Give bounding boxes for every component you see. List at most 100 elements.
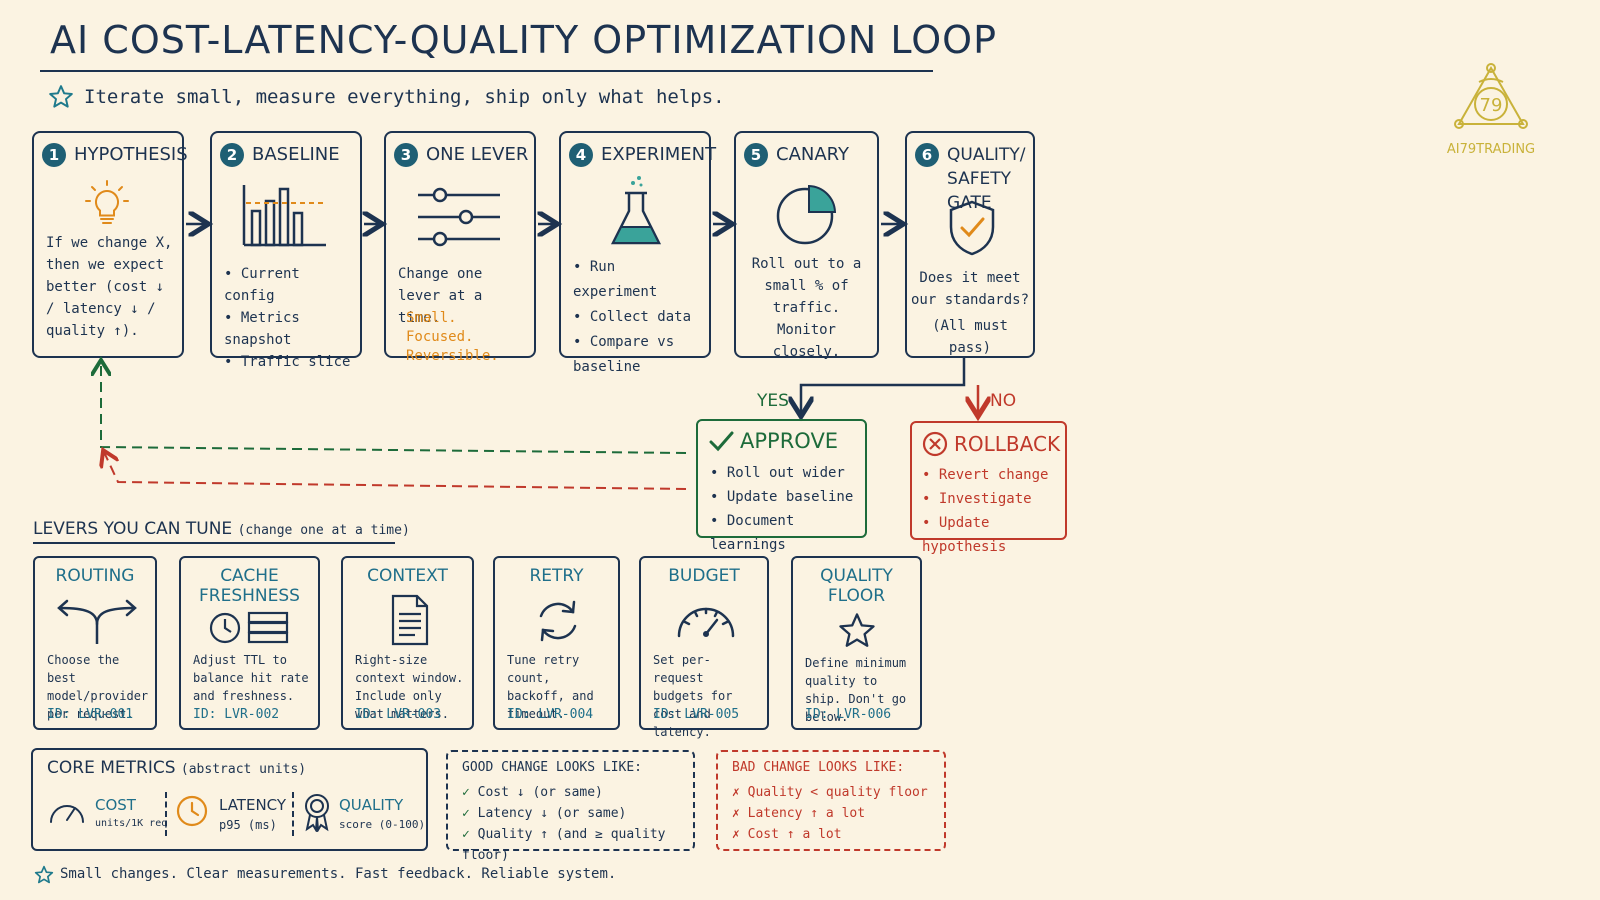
close-circle-icon bbox=[922, 431, 948, 457]
list-item: ✓ Latency ↓ (or same) bbox=[462, 806, 627, 821]
lever-id: ID: LVR-001 bbox=[47, 707, 134, 722]
list-item: • Roll out wider bbox=[710, 465, 845, 481]
check-icon bbox=[709, 431, 734, 452]
subtitle: Iterate small, measure everything, ship … bbox=[84, 86, 725, 108]
list-item: Run experiment bbox=[573, 255, 701, 305]
shield-check-icon bbox=[949, 200, 995, 256]
rollback-title: ROLLBACK bbox=[954, 432, 1061, 456]
step-body: If we change X, then we expect better (c… bbox=[46, 235, 173, 339]
lever-routing: ROUTING Choose the best model/provider p… bbox=[33, 556, 157, 730]
metric-quality-unit: score (0-100) bbox=[339, 818, 426, 831]
lever-description: Right-size context window. Include only … bbox=[355, 653, 464, 721]
step-body-2: Monitor closely. bbox=[772, 322, 841, 360]
step-body-2: (All must pass) bbox=[932, 318, 1008, 356]
lever-description: Tune retry count, backoff, and timeout. bbox=[507, 653, 594, 721]
step-note: Small. Focused. Reversible. bbox=[406, 310, 499, 364]
lever-id: ID: LVR-006 bbox=[805, 707, 892, 722]
list-item: Metrics snapshot bbox=[224, 307, 352, 351]
gauge-icon bbox=[677, 607, 735, 638]
lever-description: Choose the best model/provider per reque… bbox=[47, 653, 149, 721]
approve-title: APPROVE bbox=[740, 429, 839, 453]
star-icon bbox=[839, 613, 875, 647]
lever-cache-freshness: CACHE FRESHNESS Adjust TTL to balance hi… bbox=[179, 556, 320, 730]
lever-retry: RETRY Tune retry count, backoff, and tim… bbox=[493, 556, 620, 730]
core-metrics-box: CORE METRICS (abstract units) COST units… bbox=[31, 748, 428, 851]
lever-id: ID: LVR-002 bbox=[193, 707, 280, 722]
lever-title: ROUTING bbox=[55, 566, 135, 586]
bad-change-heading: BAD CHANGE LOOKS LIKE: bbox=[732, 760, 905, 775]
brand-logo: 79 AI79TRADING bbox=[1436, 60, 1546, 157]
levers-heading: LEVERS YOU CAN TUNE (change one at a tim… bbox=[33, 519, 410, 539]
list-item: • Update hypothesis bbox=[922, 515, 1007, 555]
no-label: NO bbox=[990, 391, 1017, 411]
list-item: Collect data bbox=[573, 305, 701, 330]
list-item: • Update baseline bbox=[710, 489, 854, 505]
svg-text:79: 79 bbox=[1480, 95, 1503, 116]
core-metrics-heading: CORE METRICS (abstract units) bbox=[47, 758, 307, 778]
step-title: CANARY bbox=[776, 144, 850, 165]
divider bbox=[165, 792, 167, 836]
metric-latency-unit: p95 (ms) bbox=[219, 818, 277, 832]
divider bbox=[292, 792, 294, 836]
title-underline bbox=[40, 70, 933, 72]
step-body: Does it meet our standards? bbox=[911, 270, 1030, 308]
step-body: Roll out to a small % of traffic. bbox=[751, 256, 862, 316]
logo-icon: 79 bbox=[1454, 63, 1528, 129]
list-item: Traffic slice bbox=[224, 351, 352, 373]
good-change-box: GOOD CHANGE LOOKS LIKE: ✓ Cost ↓ (or sam… bbox=[446, 750, 695, 863]
bad-change-box: BAD CHANGE LOOKS LIKE: ✗ Quality < quali… bbox=[716, 750, 946, 851]
logo-text: AI79TRADING bbox=[1446, 142, 1536, 157]
step-number: 4 bbox=[569, 143, 593, 167]
step-title: BASELINE bbox=[252, 144, 340, 165]
lever-id: ID: LVR-003 bbox=[355, 707, 442, 722]
routing-icon bbox=[57, 599, 137, 644]
step-number: 1 bbox=[42, 143, 66, 167]
levers-heading-rule bbox=[33, 542, 395, 544]
lever-title: CONTEXT bbox=[367, 566, 448, 586]
flask-icon bbox=[610, 176, 662, 245]
step-title: EXPERIMENT bbox=[601, 144, 717, 165]
lever-id: ID: LVR-004 bbox=[507, 707, 594, 722]
yes-label: YES bbox=[757, 391, 789, 411]
metric-latency-name: LATENCY bbox=[219, 796, 287, 814]
step-title: HYPOTHESIS bbox=[74, 144, 188, 165]
approve-box: APPROVE • Roll out wider • Update baseli… bbox=[696, 419, 867, 553]
rollback-box: ROLLBACK • Revert change • Investigate •… bbox=[910, 421, 1067, 555]
document-icon bbox=[391, 594, 429, 646]
speedometer-icon bbox=[50, 805, 84, 823]
lever-title: RETRY bbox=[529, 566, 584, 586]
list-item: ✗ Latency ↑ a lot bbox=[732, 806, 866, 821]
step-hypothesis: 1 HYPOTHESIS If we change X, then we expe… bbox=[32, 131, 188, 358]
list-item: Current config bbox=[224, 263, 352, 307]
list-item: Compare vs baseline bbox=[573, 330, 701, 380]
lever-description: Set per-request budgets for cost and lat… bbox=[653, 653, 733, 739]
lever-quality-floor: QUALITY FLOOR Define minimum quality to … bbox=[791, 556, 922, 730]
list-item: • Investigate bbox=[922, 491, 1032, 507]
good-change-heading: GOOD CHANGE LOOKS LIKE: bbox=[462, 760, 643, 775]
sliders-icon bbox=[418, 187, 500, 247]
award-icon bbox=[305, 794, 329, 832]
lever-title: QUALITY FLOOR bbox=[820, 566, 893, 606]
step-number: 6 bbox=[915, 143, 939, 167]
star-icon bbox=[34, 865, 54, 889]
lightbulb-icon bbox=[85, 180, 129, 224]
lever-id: ID: LVR-005 bbox=[653, 707, 740, 722]
list-item: • Revert change bbox=[922, 467, 1049, 483]
step-baseline: 2 BASELINE Current config Metrics snapsho… bbox=[210, 131, 362, 370]
page-title: AI COST-LATENCY-QUALITY OPTIMIZATION LOO… bbox=[50, 18, 997, 62]
list-item: ✗ Cost ↑ a lot bbox=[732, 827, 842, 842]
list-item: ✓ Quality ↑ (and ≥ quality floor) bbox=[462, 827, 666, 863]
step-number: 2 bbox=[220, 143, 244, 167]
retry-icon bbox=[539, 600, 577, 642]
lever-title: BUDGET bbox=[668, 566, 740, 586]
clock-icon bbox=[176, 795, 208, 827]
metric-quality-name: QUALITY bbox=[339, 796, 404, 814]
list-item: • Document learnings bbox=[710, 513, 795, 553]
metric-cost-name: COST bbox=[95, 796, 136, 814]
list-item: ✓ Cost ↓ (or same) bbox=[462, 785, 603, 800]
cache-icon bbox=[209, 611, 289, 644]
